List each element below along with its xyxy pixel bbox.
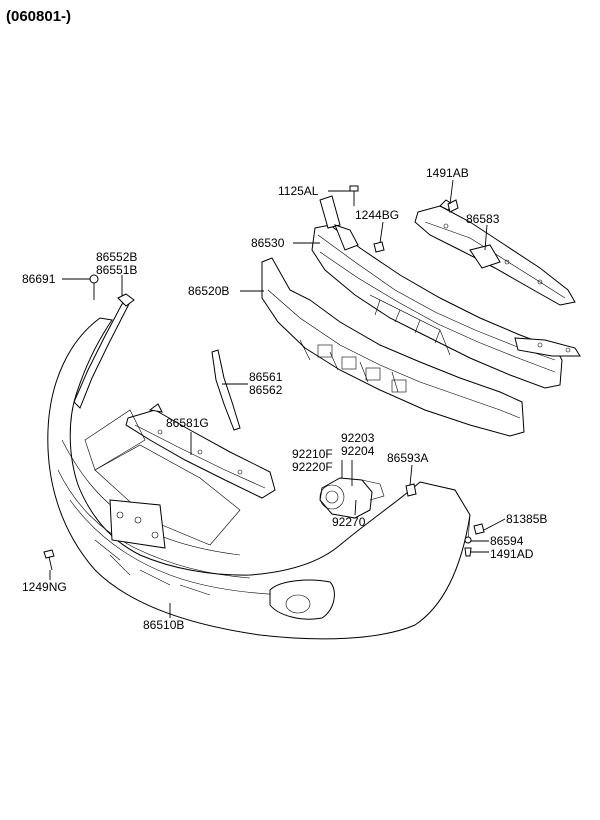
label-86530: 86530 [251,236,285,250]
label-92204: 92204 [341,444,375,458]
label-86581G: 86581G [166,416,209,430]
fog-lamp-92203 [319,477,385,519]
side-bracket-86551B [73,293,135,409]
center-bracket-86581G [125,403,276,499]
label-92203: 92203 [341,431,375,445]
label-92220F: 92220F [292,460,333,474]
label-1249NG: 1249NG [22,580,67,594]
beam-86530 [311,195,581,389]
label-86551B: 86551B [96,263,138,277]
fasteners [43,185,485,571]
bumper-cover-86510B [47,317,471,640]
side-strip-86561 [211,349,241,431]
leader-lines [49,179,506,618]
label-1491AB: 1491AB [426,166,469,180]
label-1125AL: 1125AL [278,184,319,198]
label-86510B: 86510B [143,618,185,632]
label-86520B: 86520B [188,284,230,298]
label-86691: 86691 [22,272,56,286]
label-86561: 86561 [249,370,283,384]
diagram-title: (060801-) [6,8,72,25]
label-86593A: 86593A [387,451,429,465]
label-86562: 86562 [249,383,283,397]
label-92210F: 92210F [292,447,333,461]
label-86552B: 86552B [96,250,138,264]
label-1491AD: 1491AD [490,547,534,561]
label-86583: 86583 [466,212,500,226]
label-86594: 86594 [490,534,524,548]
label-92270: 92270 [332,515,366,529]
absorber-86520B [261,257,525,437]
label-1244BG: 1244BG [355,208,400,222]
label-81385B: 81385B [506,512,548,526]
